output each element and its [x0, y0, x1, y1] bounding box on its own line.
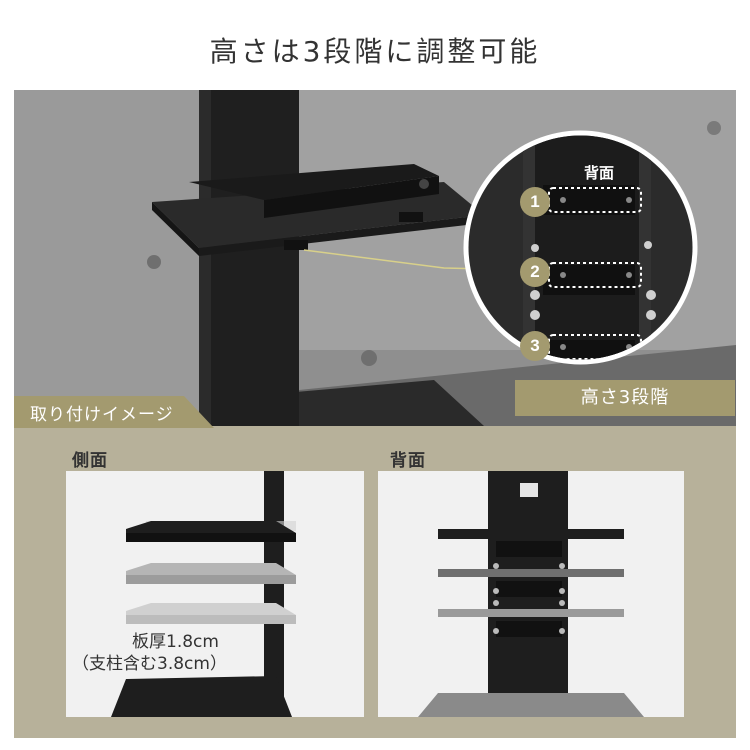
back-view-label: 背面: [390, 451, 426, 471]
side-base: [111, 676, 292, 717]
page-title: 高さは3段階に調整可能: [209, 35, 541, 68]
side-view-label: 側面: [72, 451, 108, 471]
media-player: [189, 164, 439, 200]
zoom-back-label: 背面: [584, 164, 615, 182]
back-base: [418, 693, 644, 717]
side-view-panel: [66, 471, 364, 717]
thickness-line-2: （支柱含む3.8cm）: [72, 654, 227, 674]
tv-stand-pole: [199, 90, 299, 426]
install-label-banner: [14, 396, 214, 428]
back-view-panel: [378, 471, 684, 717]
zoom-circle: [463, 130, 698, 365]
thickness-note: 板厚1.8cm （支柱含む3.8cm）: [72, 631, 227, 675]
step-badge-3: 3: [520, 331, 550, 361]
height-caption: 高さ3段階: [515, 380, 735, 416]
step-badge-2: 2: [520, 257, 550, 287]
thickness-line-1: 板厚1.8cm: [132, 632, 219, 652]
step-badge-1: 1: [520, 187, 550, 217]
back-shelf-top: [438, 529, 624, 539]
